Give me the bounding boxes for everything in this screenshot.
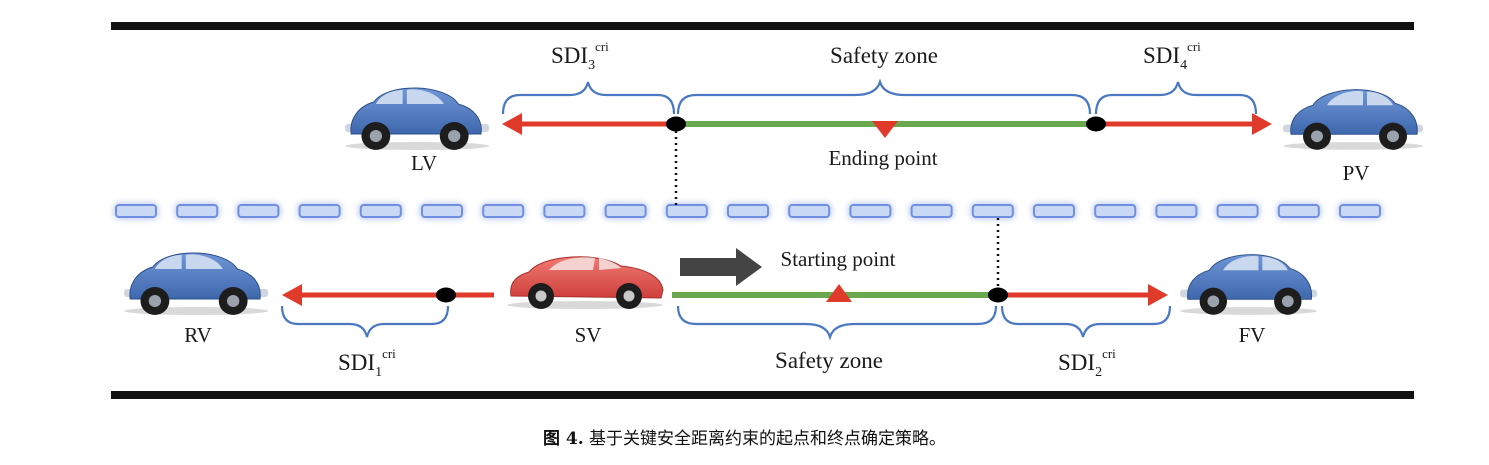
lane-dash (1277, 204, 1320, 218)
sdi3-brace (501, 81, 676, 115)
lane-divider (115, 204, 1381, 218)
label-sdi3: SDI3cri (551, 39, 609, 73)
bottom-left-node (436, 287, 456, 303)
safety-zone-bottom-brace (676, 305, 998, 341)
figure-number: 图 4. (542, 429, 584, 449)
label-lv: LV (411, 151, 437, 175)
ending-point-marker (872, 121, 898, 138)
sdi4-base: SDI (1143, 43, 1180, 68)
lane-dash (665, 204, 708, 218)
lane-dash (543, 204, 586, 218)
top-right-node (1086, 116, 1106, 132)
label-pv: PV (1343, 161, 1370, 185)
starting-point-marker (826, 284, 852, 302)
sdi4-sub: 4 (1180, 58, 1187, 73)
rv-vehicle-icon (123, 252, 269, 316)
lane-dash (971, 204, 1014, 218)
lv-vehicle-icon (344, 87, 490, 151)
lane-dash (604, 204, 647, 218)
road-edge-top (111, 22, 1414, 30)
sdi2-sup: cri (1102, 346, 1116, 361)
sdi3-sub: 3 (588, 58, 595, 73)
sdi1-sup: cri (382, 346, 396, 361)
lane-dash (1216, 204, 1259, 218)
label-safety-zone-top: Safety zone (830, 43, 938, 68)
lane-dash (237, 204, 280, 218)
top-left-node (666, 116, 686, 132)
road-edge-bottom (111, 391, 1414, 399)
figure-caption: 图 4. 基于关键安全距离约束的起点和终点确定策略。 (0, 424, 1489, 449)
sdi1-sub: 1 (375, 365, 382, 380)
label-sv: SV (575, 323, 602, 347)
lane-dash (176, 204, 219, 218)
figure-caption-text: 基于关键安全距离约束的起点和终点确定策略。 (589, 429, 947, 449)
safety-zone-top-brace (676, 78, 1092, 115)
lane-dash (482, 204, 525, 218)
label-fv: FV (1239, 323, 1266, 347)
bottom-right-node (988, 287, 1008, 303)
label-safety-zone-bottom: Safety zone (775, 348, 883, 373)
lane-dash (1094, 204, 1137, 218)
label-sdi1: SDI1cri (338, 346, 396, 380)
sdi4-arrowhead (1252, 113, 1272, 135)
sdi3-arrowhead (502, 113, 522, 135)
sdi4-sup: cri (1187, 39, 1201, 54)
lane-dash (359, 204, 402, 218)
sdi2-base: SDI (1058, 350, 1095, 375)
lane-dash (1155, 204, 1198, 218)
label-rv: RV (184, 323, 212, 347)
sdi1-arrowhead (282, 284, 302, 306)
sdi3-sup: cri (595, 39, 609, 54)
sdi4-brace (1094, 81, 1258, 115)
sdi2-arrowhead (1148, 284, 1168, 306)
lane-dash (1339, 204, 1381, 218)
lane-dash (421, 204, 463, 218)
label-sdi4: SDI4cri (1143, 39, 1201, 73)
sv-vehicle-icon (507, 256, 664, 309)
label-ending-point: Ending point (828, 146, 937, 170)
lane-dash (849, 204, 892, 218)
label-starting-point: Starting point (781, 247, 896, 271)
lane-dash (1033, 204, 1075, 218)
sdi2-sub: 2 (1095, 365, 1102, 380)
lane-dash (727, 204, 769, 218)
lane-dash (115, 204, 157, 218)
sdi2-brace (1000, 305, 1172, 338)
fv-vehicle-icon (1179, 254, 1318, 316)
sdi1-base: SDI (338, 350, 375, 375)
lane-dash (910, 204, 953, 218)
pv-vehicle-icon (1282, 89, 1424, 151)
lane-dash (788, 204, 831, 218)
label-sdi2: SDI2cri (1058, 346, 1116, 380)
direction-arrow (680, 248, 762, 286)
sdi3-base: SDI (551, 43, 588, 68)
lane-dash (298, 204, 341, 218)
sdi1-brace (280, 305, 450, 338)
